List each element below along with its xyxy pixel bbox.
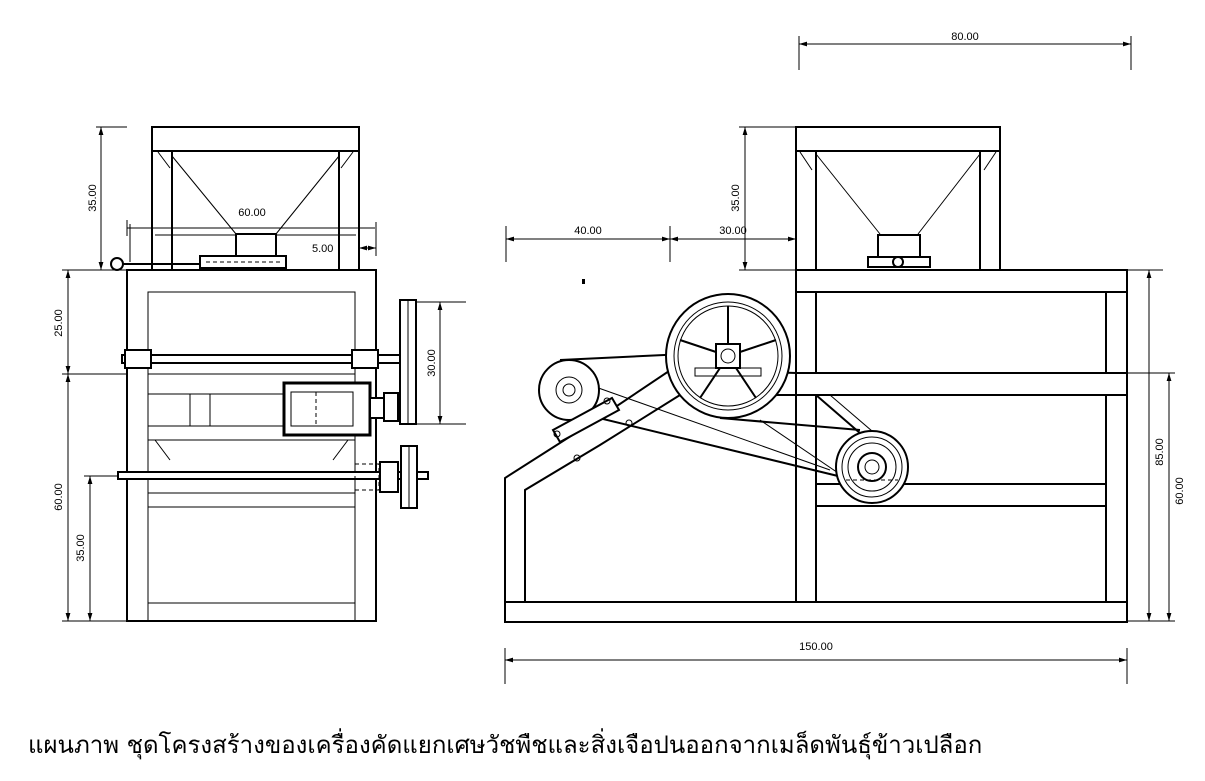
dim-front-upper-frame: 25.00 [53, 309, 65, 337]
lever-knob [110, 257, 124, 271]
front-dimensions: 35.00 60.00 5.00 25.00 60.00 35.00 30.00 [53, 126, 466, 622]
dim-front-hopper-height: 35.00 [87, 184, 99, 212]
dim-side-top-width: 80.00 [951, 31, 979, 43]
dim-side-hopper-height: 35.00 [730, 184, 742, 212]
dim-side-mid-span: 30.00 [719, 225, 747, 237]
tensioner-bracket [551, 396, 633, 462]
dim-front-hopper-width: 60.00 [238, 207, 266, 219]
side-main-frame [504, 269, 1128, 623]
front-hopper [110, 126, 360, 271]
side-flywheel [665, 293, 791, 419]
machine-frame-drawing: 35.00 60.00 5.00 25.00 60.00 35.00 30.00 [53, 31, 1186, 684]
front-main-frame [117, 269, 429, 622]
side-drive-pulley [835, 430, 909, 504]
side-small-pulley [538, 359, 600, 421]
front-pulley-lower [354, 445, 418, 509]
dim-front-lower-frame: 60.00 [53, 483, 65, 511]
dim-front-shaft-height: 35.00 [75, 534, 87, 562]
side-hopper [795, 126, 1001, 271]
side-dimensions: 80.00 35.00 40.00 30.00 85.00 60.00 150.… [504, 31, 1186, 684]
dim-front-outlet-offset: 5.00 [312, 243, 333, 255]
drawing-caption: แผนภาพ ชุดโครงสร้างของเครื่องคัดแยกเศษวั… [28, 731, 983, 759]
dim-side-left-span: 40.00 [574, 225, 602, 237]
dim-side-total-length: 150.00 [799, 641, 833, 653]
front-pulley-upper [383, 299, 417, 425]
dim-front-pulley-span: 30.00 [426, 349, 438, 377]
front-view: 35.00 60.00 5.00 25.00 60.00 35.00 30.00 [53, 126, 466, 622]
side-view: 80.00 35.00 40.00 30.00 85.00 60.00 150.… [504, 31, 1186, 684]
dim-side-frame-height: 60.00 [1174, 477, 1186, 505]
dim-side-total-height: 85.00 [1154, 438, 1166, 466]
motor [282, 381, 372, 437]
